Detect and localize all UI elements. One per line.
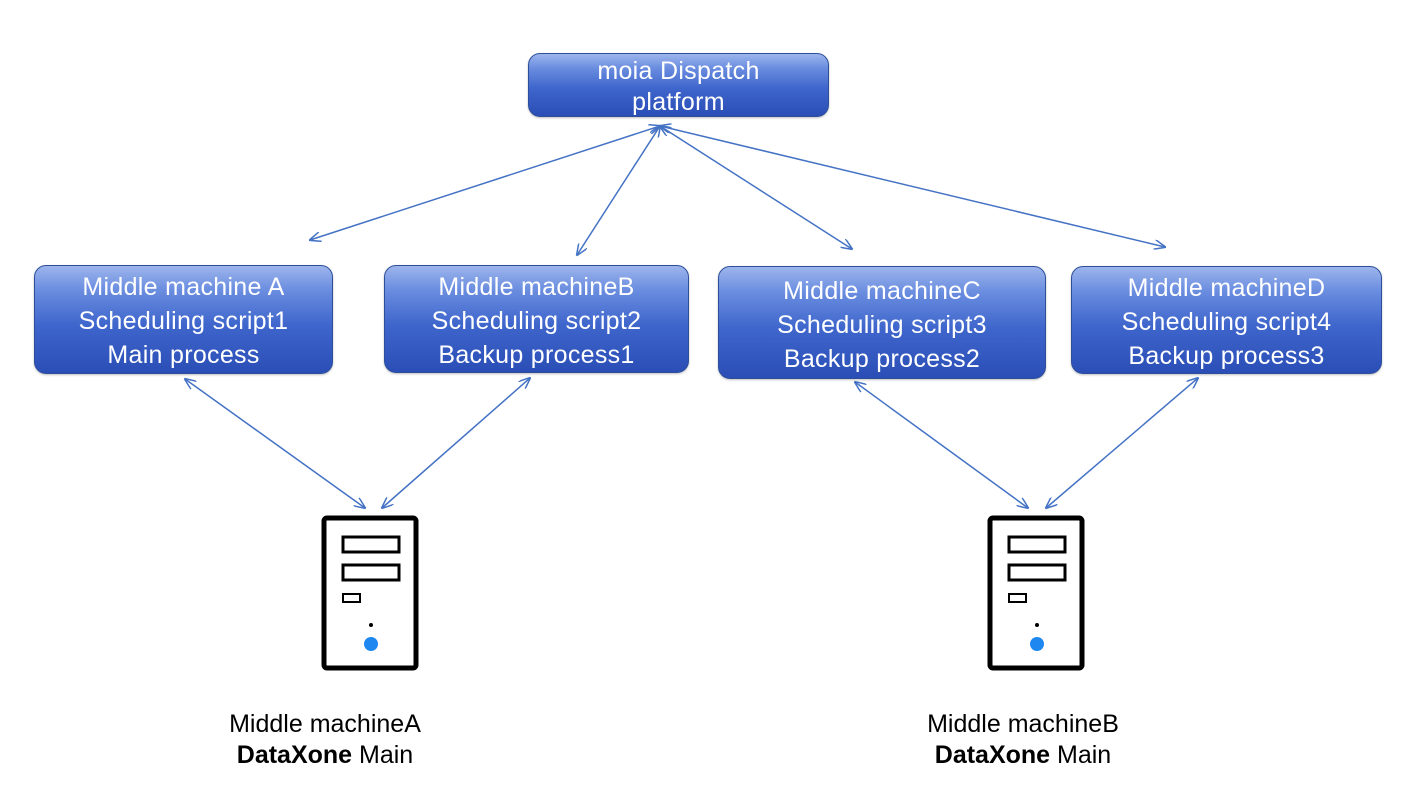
server-b-caption: Middle machineB DataXone Main <box>873 709 1173 771</box>
server-b-caption-line-1: Middle machineB <box>927 710 1119 738</box>
server-a-caption-rest: Main <box>352 741 414 769</box>
dispatch-line-1: moia Dispatch <box>597 57 760 85</box>
server-a-caption-line-1: Middle machineA <box>229 710 421 738</box>
machine-d-name: Middle machineD <box>1127 274 1326 302</box>
server-b-caption-bold: DataXone <box>934 741 1051 769</box>
machine-b-node: Middle machineB Scheduling script2 Backu… <box>384 265 689 373</box>
server-tower-icon <box>321 515 419 671</box>
server-a-caption-bold: DataXone <box>236 741 353 769</box>
arrow-dispatch-to-machine-b <box>577 126 660 255</box>
machine-c-node: Middle machineC Scheduling script3 Backu… <box>718 266 1046 379</box>
machine-d-script: Scheduling script4 <box>1121 308 1332 336</box>
machine-a-node: Middle machine A Scheduling script1 Main… <box>34 265 333 374</box>
server-b-caption-rest: Main <box>1050 741 1112 769</box>
arrow-machine-b-to-server-a <box>382 378 530 508</box>
arrow-dispatch-to-machine-a <box>310 126 660 240</box>
arrow-machine-d-to-server-b <box>1046 378 1198 508</box>
machine-a-process: Main process <box>107 341 260 369</box>
server-tower-icon <box>987 515 1085 671</box>
dispatch-line-2: platform <box>632 88 725 116</box>
machine-c-name: Middle machineC <box>783 277 981 305</box>
server-a-caption: Middle machineA DataXone Main <box>175 709 475 771</box>
machine-b-process: Backup process1 <box>438 341 635 369</box>
dispatch-platform-node: moia Dispatch platform <box>528 53 829 117</box>
machine-b-name: Middle machineB <box>438 273 635 301</box>
machine-d-node: Middle machineD Scheduling script4 Backu… <box>1071 266 1382 374</box>
arrow-dispatch-to-machine-d <box>660 126 1165 247</box>
machine-a-name: Middle machine A <box>82 273 285 301</box>
arrow-machine-a-to-server-a <box>185 379 365 508</box>
server-b-caption-line-2: DataXone Main <box>873 740 1173 771</box>
machine-d-process: Backup process3 <box>1128 342 1325 370</box>
machine-b-script: Scheduling script2 <box>431 307 642 335</box>
server-a-caption-line-2: DataXone Main <box>175 740 475 771</box>
arrow-machine-c-to-server-b <box>855 382 1028 508</box>
machine-a-script: Scheduling script1 <box>78 307 289 335</box>
machine-c-process: Backup process2 <box>783 345 981 373</box>
machine-c-script: Scheduling script3 <box>777 311 987 339</box>
arrow-dispatch-to-machine-c <box>660 126 852 249</box>
